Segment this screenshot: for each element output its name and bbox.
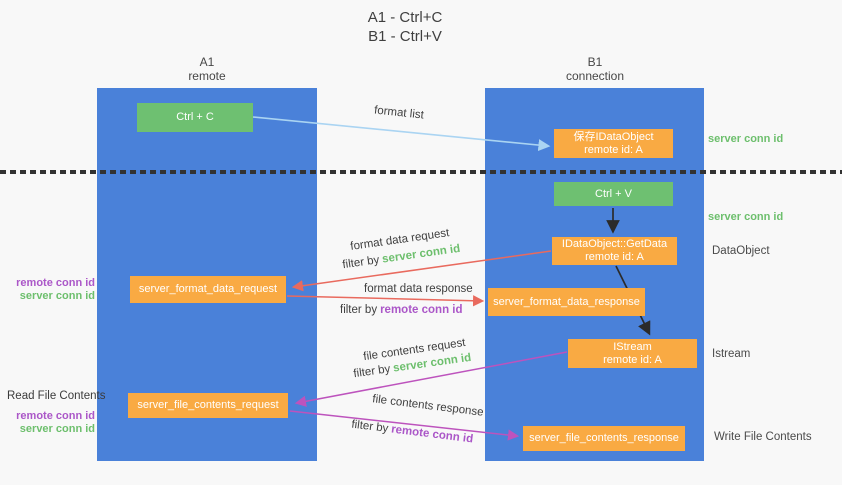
node-server-format-data-response: server_format_data_response	[488, 288, 645, 316]
annotation-istream: Istream	[712, 348, 751, 360]
ctrl-c-label: Ctrl + C	[176, 111, 214, 123]
node-server-format-data-request: server_format_data_request	[130, 276, 286, 303]
server-conn-id-top-left: server conn id	[19, 290, 95, 302]
lifeline-b1-name: B1	[587, 55, 603, 69]
annotation-read-file-contents: Read File Contents	[7, 390, 106, 402]
annotation-write-file-contents: Write File Contents	[714, 431, 812, 443]
server-format-data-request-label: server_format_data_request	[138, 283, 278, 295]
remote-conn-id-top-left: remote conn id	[16, 277, 95, 289]
session-divider-dotted-line	[0, 170, 842, 174]
label-format-data-response: format data response	[364, 283, 473, 295]
save-idataobject-line2: remote id: A	[584, 143, 643, 156]
annotation-conn-pair-top: remote conn id server conn id	[8, 277, 95, 303]
filter-by-text-4: filter by	[350, 418, 389, 436]
lifeline-header-b1: B1 connection	[485, 55, 705, 83]
istream-line2: remote id: A	[603, 353, 662, 366]
node-ctrl-c: Ctrl + C	[137, 103, 253, 132]
annotation-server-conn-id-top: server conn id	[708, 133, 784, 145]
server-conn-id-bottom-left: server conn id	[19, 423, 95, 435]
annotation-dataobject: DataObject	[712, 245, 770, 257]
label-format-list: format list	[373, 104, 425, 122]
remote-conn-id-value-1: remote conn id	[380, 304, 463, 316]
node-save-idataobject: 保存IDataObject remote id: A	[554, 129, 673, 158]
lifeline-a1-role: remote	[188, 69, 226, 83]
node-ctrl-v: Ctrl + V	[554, 182, 673, 206]
annotation-server-conn-id-mid: server conn id	[708, 211, 784, 223]
filter-by-text-3: filter by	[352, 363, 392, 381]
getdata-line1: IDataObject::GetData	[561, 238, 668, 250]
diagram-title: A1 - Ctrl+C B1 - Ctrl+V	[300, 8, 510, 46]
title-line-a1: A1 - Ctrl+C	[367, 9, 443, 26]
server-format-data-response-label: server_format_data_response	[493, 295, 640, 308]
node-server-file-contents-request: server_file_contents_request	[128, 393, 288, 418]
getdata-line2: remote id: A	[585, 251, 644, 263]
server-file-contents-response-label: server_file_contents_response	[529, 432, 679, 444]
filter-by-text-2: filter by	[340, 304, 378, 316]
lifeline-b1-role: connection	[565, 69, 625, 83]
istream-line1: IStream	[613, 340, 652, 353]
node-idataobject-getdata: IDataObject::GetData remote id: A	[552, 237, 677, 265]
label-file-contents-response: file contents response	[371, 393, 485, 419]
remote-conn-id-bottom-left: remote conn id	[16, 410, 95, 422]
server-file-contents-request-label: server_file_contents_request	[137, 399, 279, 411]
title-line-b1: B1 - Ctrl+V	[368, 28, 442, 45]
ctrl-v-label: Ctrl + V	[595, 187, 632, 200]
node-istream: IStream remote id: A	[568, 339, 697, 368]
remote-conn-id-value-2: remote conn id	[390, 423, 474, 446]
node-server-file-contents-response: server_file_contents_response	[523, 426, 685, 451]
lifeline-a1-name: A1	[199, 55, 215, 69]
annotation-conn-pair-bottom: remote conn id server conn id	[8, 410, 95, 436]
filter-by-text-1: filter by	[341, 254, 381, 272]
lifeline-header-a1: A1 remote	[97, 55, 317, 83]
save-idataobject-line1: 保存IDataObject	[573, 130, 654, 143]
